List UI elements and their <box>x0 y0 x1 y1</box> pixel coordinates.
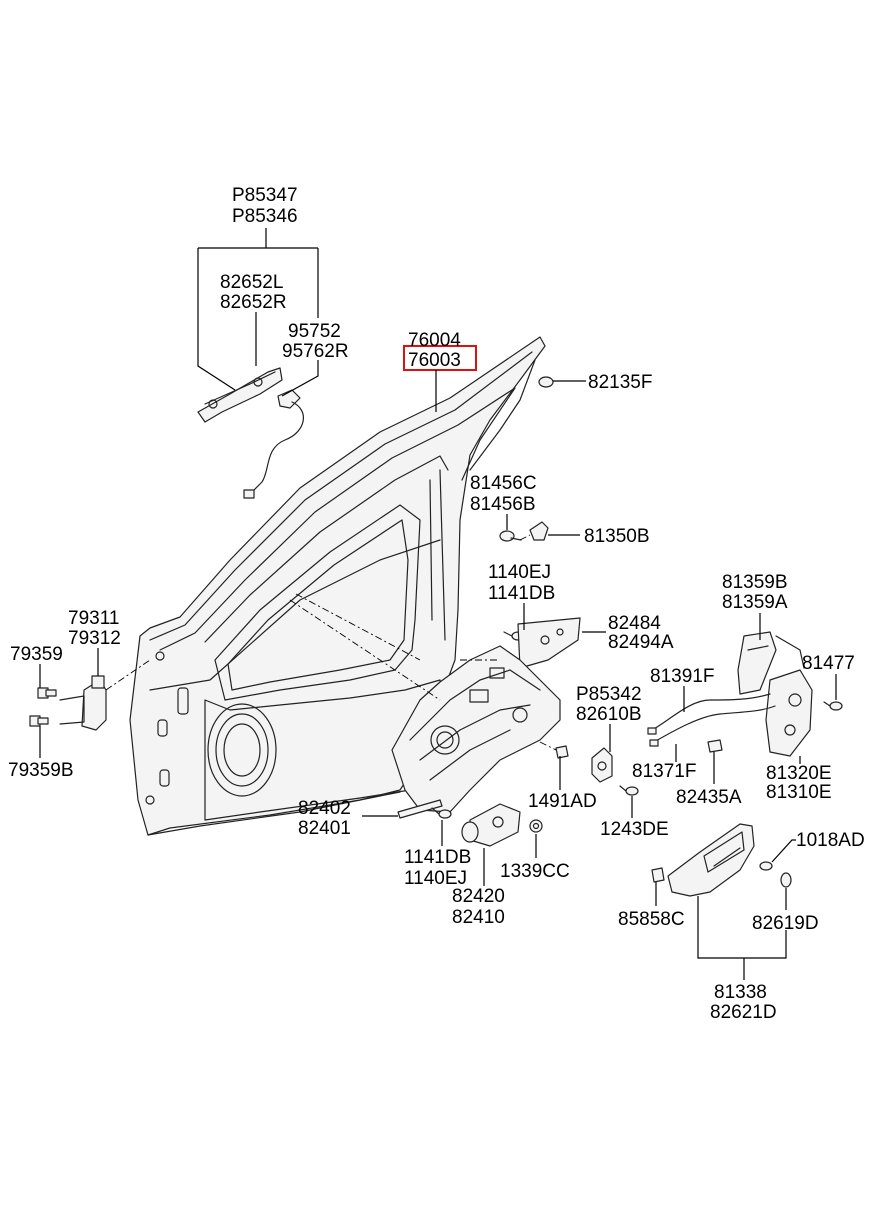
label-81320e[interactable]: 81320E <box>766 763 832 784</box>
clip-82435a[interactable] <box>707 739 723 753</box>
screw-1243de[interactable] <box>619 785 639 796</box>
front-door-panel[interactable] <box>129 336 546 836</box>
label-81338[interactable]: 81338 <box>714 982 767 1003</box>
label-p85346[interactable]: P85346 <box>232 206 298 227</box>
label-82652l[interactable]: 82652L <box>220 272 283 293</box>
latch-cable-81391f[interactable] <box>647 693 776 747</box>
label-81477[interactable]: 81477 <box>802 653 855 674</box>
label-79311[interactable]: 79311 <box>68 608 119 629</box>
label-1491ad[interactable]: 1491AD <box>528 791 597 812</box>
part-labels: P85347 P85346 82652L 82652R 95752 95762R… <box>8 185 865 1023</box>
label-82484[interactable]: 82484 <box>608 613 661 634</box>
latch-cover-81359[interactable] <box>737 631 777 695</box>
label-79359[interactable]: 79359 <box>10 644 63 665</box>
label-82402[interactable]: 82402 <box>298 798 351 819</box>
label-82652r[interactable]: 82652R <box>220 292 287 313</box>
label-79312[interactable]: 79312 <box>68 628 121 649</box>
latch-screw-81477[interactable] <box>823 701 843 711</box>
delta-garnish[interactable] <box>538 376 554 388</box>
label-81350b[interactable]: 81350B <box>584 526 650 547</box>
label-p85347[interactable]: P85347 <box>232 185 298 206</box>
window-regulator[interactable] <box>391 645 561 813</box>
label-82494a[interactable]: 82494A <box>608 632 674 653</box>
label-85858c[interactable]: 85858C <box>618 909 685 930</box>
cap-82619d[interactable] <box>780 872 792 888</box>
label-76004[interactable]: 76004 <box>408 330 461 351</box>
label-82420[interactable]: 82420 <box>452 886 505 907</box>
label-82435a[interactable]: 82435A <box>676 787 742 808</box>
screw-1018ad[interactable] <box>759 861 773 871</box>
label-1141db-upper[interactable]: 1141DB <box>488 583 555 604</box>
label-82610b[interactable]: 82610B <box>576 704 642 725</box>
assembly-dash-lines <box>105 534 557 751</box>
regulator-rail-82402[interactable] <box>397 799 443 819</box>
regulator-panel-82484[interactable] <box>517 617 581 669</box>
bolt-1141db-lower[interactable] <box>431 807 452 819</box>
label-p85342[interactable]: P85342 <box>576 684 642 705</box>
door-latch-81320e[interactable] <box>765 635 813 757</box>
regulator-motor[interactable] <box>461 803 521 847</box>
door-hinge[interactable] <box>59 675 107 731</box>
label-81371f[interactable]: 81371F <box>632 761 696 782</box>
label-82401[interactable]: 82401 <box>298 818 351 839</box>
label-1140ej-upper[interactable]: 1140EJ <box>488 562 551 583</box>
label-82135f[interactable]: 82135F <box>588 372 652 393</box>
label-79359b[interactable]: 79359B <box>8 760 74 781</box>
label-81456c[interactable]: 81456C <box>470 473 537 494</box>
label-81359b[interactable]: 81359B <box>722 572 788 593</box>
leader-lines <box>39 228 837 980</box>
label-95762r[interactable]: 95762R <box>282 341 349 362</box>
label-1141db-lower[interactable]: 1141DB <box>404 847 471 868</box>
label-1140ej-lower[interactable]: 1140EJ <box>404 868 467 889</box>
label-82619d[interactable]: 82619D <box>752 913 819 934</box>
checker-bolt-81456[interactable] <box>499 530 522 542</box>
label-95752[interactable]: 95752 <box>288 321 341 342</box>
label-82621d[interactable]: 82621D <box>710 1002 777 1023</box>
label-1243de[interactable]: 1243DE <box>600 819 669 840</box>
label-81391f[interactable]: 81391F <box>650 666 714 687</box>
label-81359a[interactable]: 81359A <box>722 592 788 613</box>
door-checker-81350b[interactable] <box>529 521 549 541</box>
label-81310e[interactable]: 81310E <box>766 782 832 803</box>
hinge-bolt-79359[interactable] <box>37 687 57 699</box>
label-81456b[interactable]: 81456B <box>470 494 536 515</box>
label-1018ad[interactable]: 1018AD <box>796 830 865 851</box>
label-76003[interactable]: 76003 <box>408 350 461 371</box>
clip-1491ad[interactable] <box>555 745 569 759</box>
window-switch-panel[interactable] <box>667 823 755 897</box>
inside-handle-actuator[interactable] <box>591 747 613 783</box>
outside-handle-sensor-cable[interactable] <box>243 389 304 499</box>
clip-85858c[interactable] <box>651 867 665 883</box>
hinge-bolt-79359b[interactable] <box>29 715 49 727</box>
outside-handle[interactable] <box>197 367 283 423</box>
label-82410[interactable]: 82410 <box>452 907 505 928</box>
nut-1339cc[interactable] <box>529 819 543 833</box>
label-1339cc[interactable]: 1339CC <box>500 861 570 882</box>
highlight-box <box>403 345 477 371</box>
